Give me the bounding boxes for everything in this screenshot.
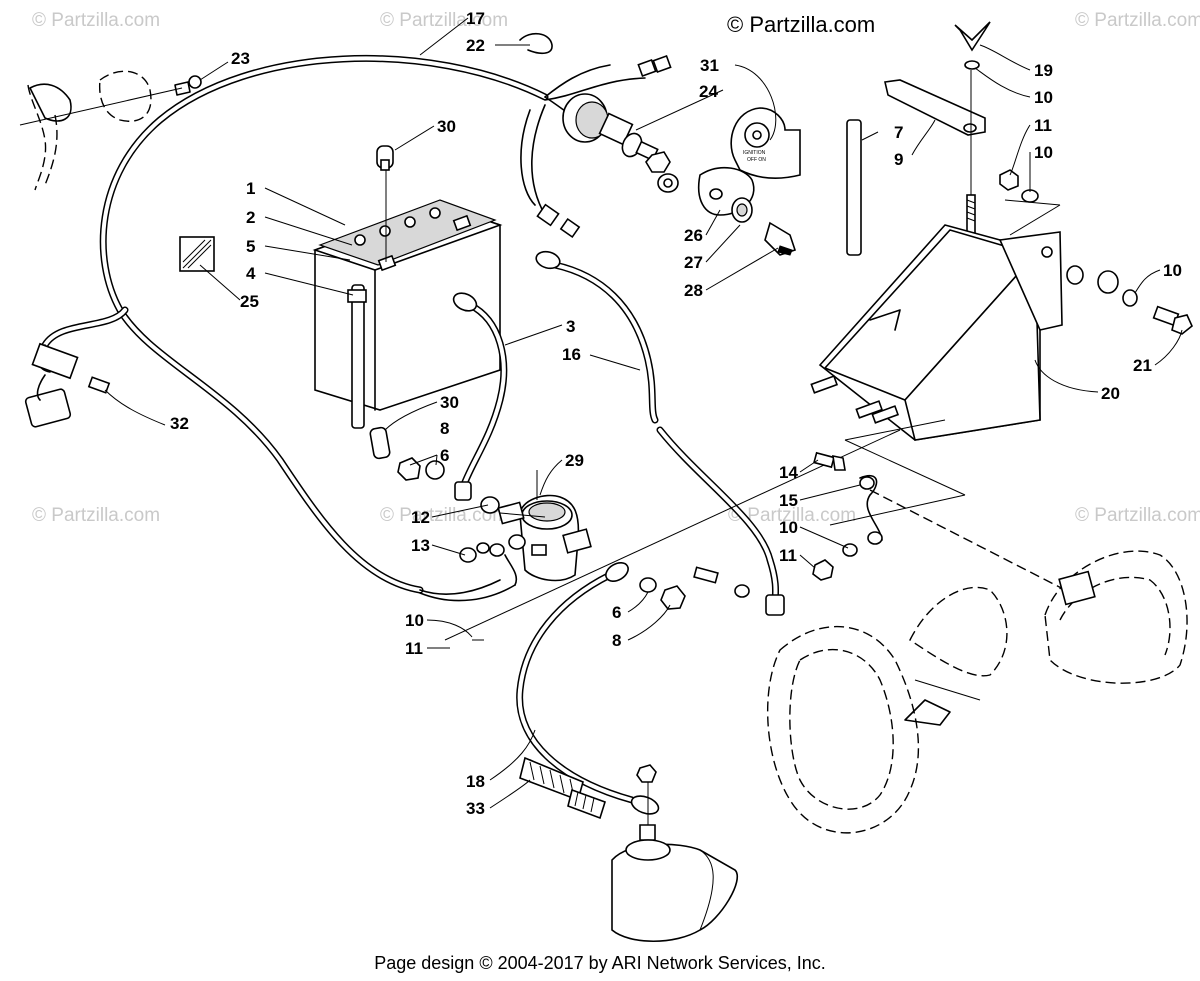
- callout-12: 12: [411, 508, 430, 527]
- callout-25: 25: [240, 292, 259, 311]
- cable-hardware: [639, 566, 750, 610]
- cable-clip: [812, 451, 883, 581]
- watermark: © Partzilla.com: [32, 10, 161, 31]
- callout-23: 23: [231, 49, 250, 68]
- callout-6: 6: [612, 603, 622, 622]
- sticker-text: IGNITION: [743, 150, 766, 156]
- chassis-outline-left: [19, 70, 202, 191]
- watermark: © Partzilla.com: [728, 505, 857, 526]
- nut-washer-right: [999, 169, 1061, 236]
- battery-tray: [810, 224, 1063, 441]
- callout-30: 30: [437, 117, 456, 136]
- callout-15: 15: [779, 491, 798, 510]
- sticker-text: OFF ON: [747, 157, 766, 163]
- key-tip: [777, 245, 793, 256]
- callout-10: 10: [1034, 143, 1053, 162]
- callout-20: 20: [1101, 384, 1120, 403]
- watermark: © Partzilla.com: [380, 505, 509, 526]
- callout-8: 8: [440, 419, 450, 438]
- copyright-notice: © Partzilla.com: [727, 12, 876, 37]
- starter-bolt: [636, 764, 657, 841]
- callout-29: 29: [565, 451, 584, 470]
- watermark: © Partzilla.com: [380, 10, 509, 31]
- vent-tube: [347, 284, 367, 429]
- callout-11: 11: [1034, 116, 1052, 135]
- callout-10: 10: [1163, 261, 1182, 280]
- callout-18: 18: [466, 772, 485, 791]
- callout-11: 11: [405, 639, 423, 658]
- battery-label: [179, 236, 215, 272]
- leader-lines: [104, 17, 1183, 809]
- battery-cable-positive: [535, 250, 785, 616]
- battery-cable-negative: [452, 292, 508, 501]
- callout-4: 4: [246, 264, 256, 283]
- callout-6: 6: [440, 446, 450, 465]
- callout-22: 22: [466, 36, 485, 55]
- callout-24: 24: [699, 82, 718, 101]
- callout-9: 9: [894, 150, 904, 169]
- watermark: © Partzilla.com: [1075, 10, 1200, 31]
- callout-10: 10: [779, 518, 798, 537]
- callout-28: 28: [684, 281, 703, 300]
- callout-14: 14: [779, 463, 798, 482]
- callout-21: 21: [1133, 356, 1152, 375]
- wiring-harness: [41, 54, 672, 602]
- callout-19: 19: [1034, 61, 1053, 80]
- harness-connector: [24, 342, 111, 428]
- callout-27: 27: [684, 253, 703, 272]
- callout-1: 1: [246, 179, 256, 198]
- callout-3: 3: [566, 317, 576, 336]
- clamp: [519, 32, 553, 55]
- callout-32: 32: [170, 414, 189, 433]
- footer-credit: Page design © 2004-2017 by ARI Network S…: [374, 953, 826, 973]
- ignition-switch: [562, 93, 659, 162]
- engine-outline: [767, 550, 1188, 834]
- callout-7: 7: [894, 123, 904, 142]
- callout-33: 33: [466, 799, 485, 818]
- callout-16: 16: [562, 345, 581, 364]
- callout-31: 31: [700, 56, 719, 75]
- callout-8: 8: [612, 631, 622, 650]
- ignition-sticker: [730, 107, 801, 180]
- terminal-boot-top: [376, 145, 394, 262]
- callout-17: 17: [466, 9, 485, 28]
- callout-2: 2: [246, 208, 256, 227]
- callout-26: 26: [684, 226, 703, 245]
- watermark: © Partzilla.com: [32, 505, 161, 526]
- callout-10: 10: [405, 611, 424, 630]
- tray-bolt: [1066, 265, 1193, 335]
- callout-13: 13: [411, 536, 430, 555]
- callout-30: 30: [440, 393, 459, 412]
- ground-cable: [516, 562, 660, 815]
- watermark: © Partzilla.com: [1075, 505, 1200, 526]
- callout-5: 5: [246, 237, 256, 256]
- cable-boot: [519, 756, 606, 820]
- callout-11: 11: [779, 546, 797, 565]
- callout-10: 10: [1034, 88, 1053, 107]
- starter-motor: [611, 839, 738, 943]
- ignition-hardware: [645, 151, 797, 256]
- starter-solenoid: [497, 470, 592, 582]
